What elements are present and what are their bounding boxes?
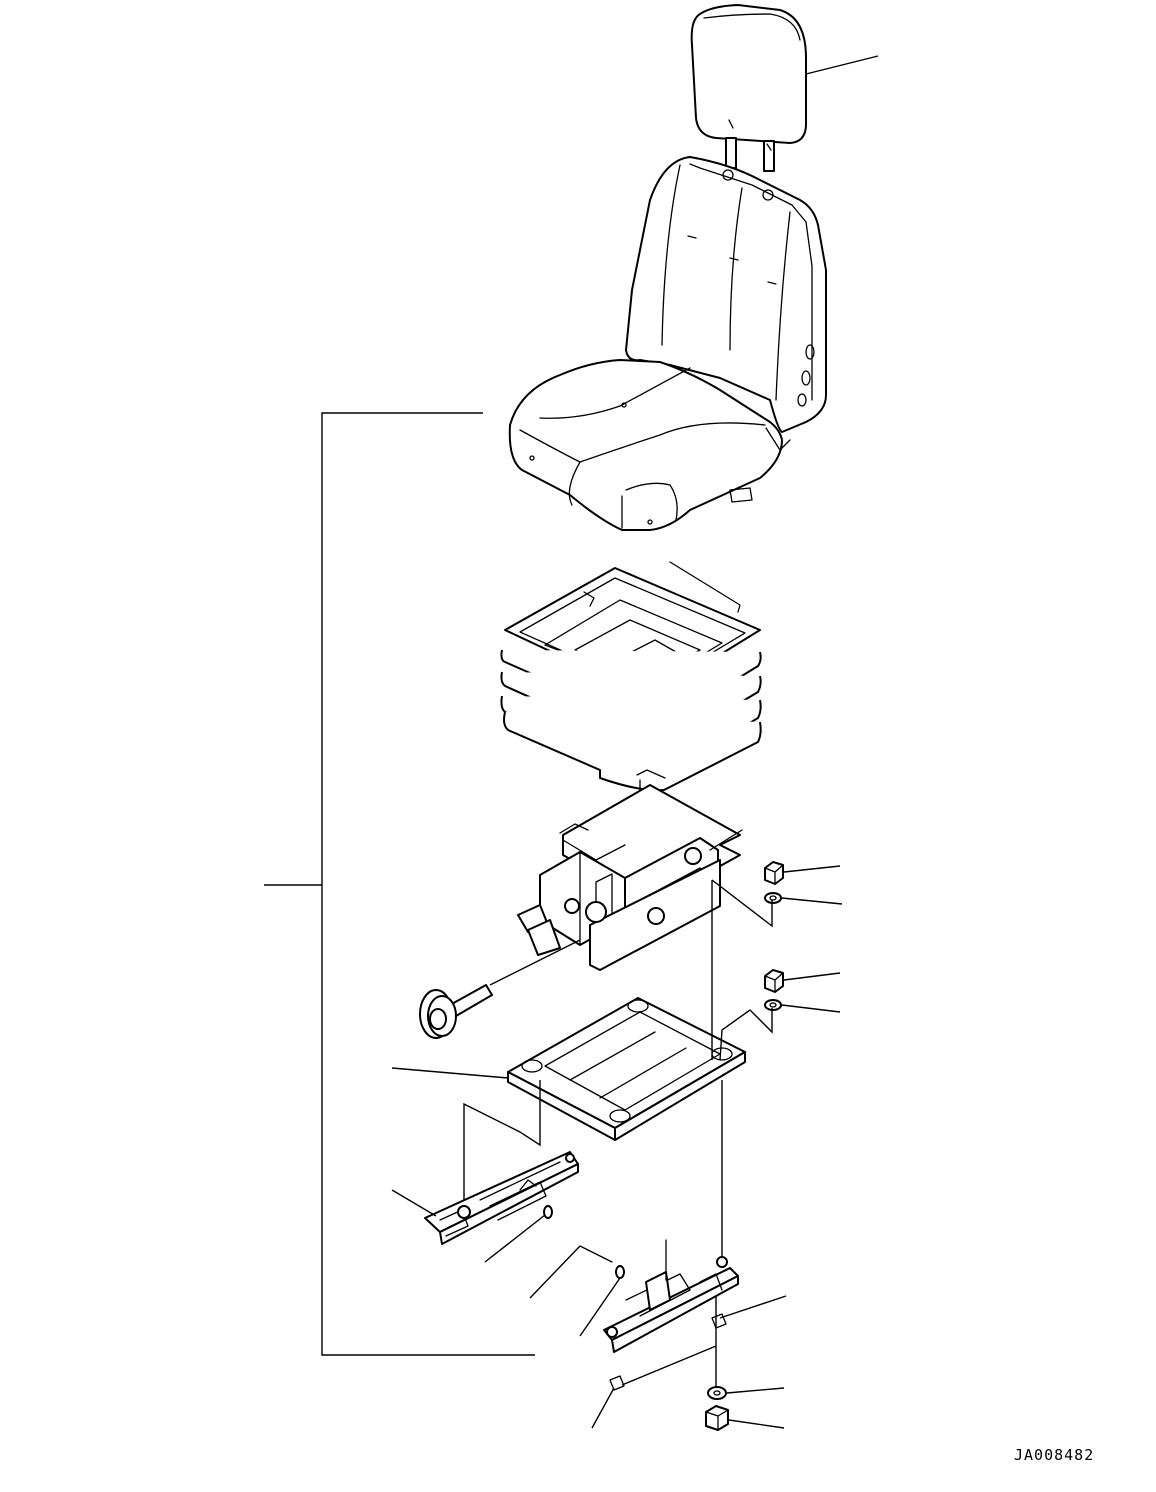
assembly-bracket [264, 412, 535, 1356]
suspension-icon [517, 769, 743, 971]
knob-icon [419, 939, 581, 1039]
drawing-number: JA008482 [1014, 1446, 1095, 1464]
headrest-icon [690, 4, 879, 172]
nut-icon [705, 1405, 785, 1431]
plate-icon [391, 997, 746, 1141]
washer-icon [764, 892, 843, 1013]
rail-icon [591, 1239, 787, 1429]
assembly-guides [463, 879, 773, 1390]
bellows-icon [500, 561, 762, 792]
rail-icon [391, 1151, 625, 1337]
washer-icon [707, 1386, 785, 1400]
nut-icon [764, 861, 841, 993]
seat-icon [508, 156, 827, 531]
